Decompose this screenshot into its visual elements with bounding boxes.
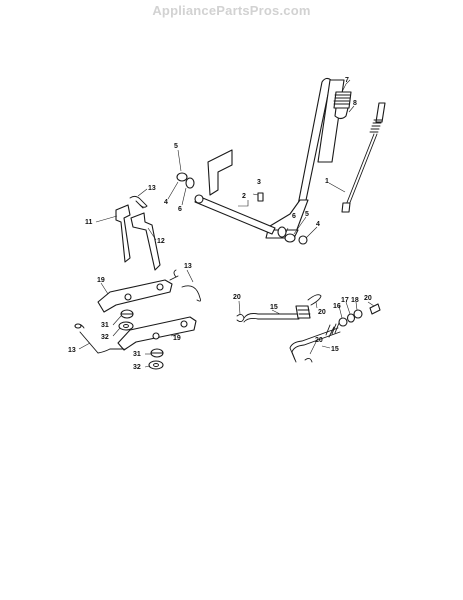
- callout-6-left: 6: [178, 206, 182, 213]
- callout-20-lower: 20: [315, 337, 323, 344]
- callout-32-lower: 32: [133, 364, 141, 371]
- callout-6-right: 6: [292, 213, 296, 220]
- callout-19-lower: 19: [173, 335, 181, 342]
- callout-7: 7: [345, 77, 349, 84]
- callout-17: 17: [341, 297, 349, 304]
- callout-5-right: 5: [305, 211, 309, 218]
- rod-1[interactable]: [341, 102, 386, 213]
- callout-31-lower: 31: [133, 351, 141, 358]
- bushing-5-left[interactable]: [176, 172, 188, 182]
- cross-shaft-2[interactable]: [194, 194, 276, 235]
- nut-32-lower[interactable]: [148, 360, 164, 370]
- callout-31-upper: 31: [101, 322, 109, 329]
- callout-5-left: 5: [174, 143, 178, 150]
- nut-18[interactable]: [353, 309, 363, 319]
- callout-11: 11: [85, 219, 93, 226]
- bushing-6-left[interactable]: [185, 177, 195, 189]
- callout-15-upper: 15: [270, 304, 278, 311]
- clip-13-top[interactable]: [129, 195, 148, 209]
- callout-20-right: 20: [364, 295, 372, 302]
- washer-17[interactable]: [346, 313, 356, 323]
- callout-16: 16: [333, 303, 341, 310]
- callout-8: 8: [353, 100, 357, 107]
- clip-20-left[interactable]: [236, 313, 245, 323]
- callout-19-upper: 19: [97, 277, 105, 284]
- knob-8[interactable]: [334, 107, 349, 120]
- linkage-rod-15-upper[interactable]: [243, 305, 311, 323]
- bushing-6-right[interactable]: [277, 226, 287, 238]
- nut-32-upper[interactable]: [118, 321, 134, 331]
- leader-lines: [78, 79, 375, 368]
- hanger-19-upper[interactable]: [97, 279, 173, 313]
- callout-4-left: 4: [164, 199, 168, 206]
- bolt-31-lower[interactable]: [150, 348, 164, 358]
- callout-labels: 1 2 3 4 4 5 5 6 6 7 8 11 12 13 13 13 15 …: [68, 77, 372, 371]
- bolt-31-upper[interactable]: [120, 309, 134, 319]
- callout-20-upper-mid: 20: [318, 309, 326, 316]
- lift-link-11[interactable]: [115, 204, 131, 263]
- callout-13-top: 13: [148, 185, 156, 192]
- linkage-rod-15-lower[interactable]: [289, 322, 341, 363]
- callout-13-mid: 13: [184, 263, 192, 270]
- nut-16[interactable]: [338, 317, 348, 327]
- clip-20-upper-mid[interactable]: [307, 294, 322, 306]
- callout-15-lower: 15: [331, 346, 339, 353]
- bushing-5-right[interactable]: [284, 233, 296, 243]
- callout-12: 12: [157, 238, 165, 245]
- callout-32-upper: 32: [101, 334, 109, 341]
- watermark: AppliancePartsPros.com: [152, 3, 311, 18]
- callout-18: 18: [351, 297, 359, 304]
- pin-3[interactable]: [257, 192, 264, 202]
- lift-link-12[interactable]: [130, 212, 161, 271]
- clip-20-lower[interactable]: [304, 357, 313, 363]
- callout-2: 2: [242, 193, 246, 200]
- lift-lever[interactable]: [265, 77, 332, 239]
- washer-4-right[interactable]: [298, 235, 308, 245]
- hanger-19-lower[interactable]: [117, 316, 197, 351]
- clip-13-mid[interactable]: [169, 269, 202, 302]
- callout-13-lower: 13: [68, 347, 76, 354]
- callout-1: 1: [325, 178, 329, 185]
- pin-20-right[interactable]: [369, 303, 381, 315]
- clip-13-lower[interactable]: [74, 323, 125, 354]
- callout-3: 3: [257, 179, 261, 186]
- callout-20-left: 20: [233, 294, 241, 301]
- callout-4-right: 4: [316, 221, 320, 228]
- spring-7[interactable]: [333, 91, 352, 109]
- bracket-plate[interactable]: [207, 149, 233, 196]
